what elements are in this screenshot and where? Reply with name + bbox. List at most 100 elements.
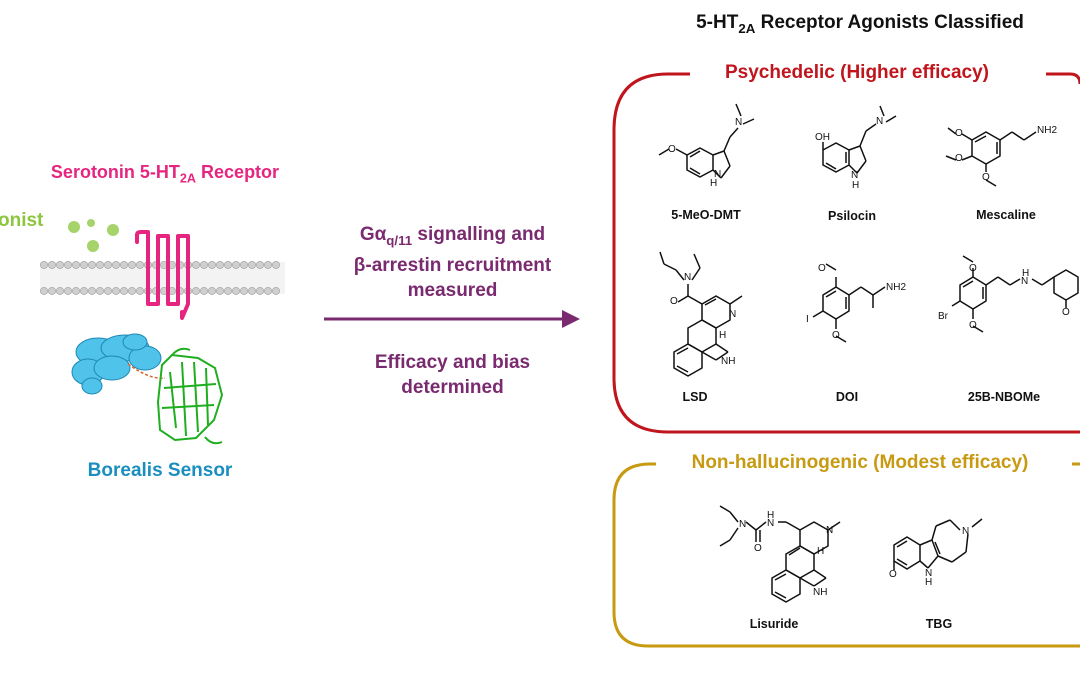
atom-label: O [668, 144, 676, 155]
psychedelic-group-bracket [612, 72, 1080, 434]
compound-name: LSD [682, 390, 708, 404]
atom-label: H [852, 180, 860, 191]
atom-label: NH [721, 356, 736, 367]
atom-label: O [1062, 307, 1070, 318]
lipid-head [208, 261, 216, 269]
atom-label: N [925, 568, 933, 579]
atom-label: N [962, 526, 970, 537]
lipid-head [96, 261, 104, 269]
atom-label: NH2 [1037, 125, 1058, 136]
atom-label: O [818, 263, 826, 274]
lipid-head [56, 261, 64, 269]
lipid-head [48, 287, 56, 295]
lipid-head [72, 287, 80, 295]
structure-lisuride [719, 505, 841, 603]
atom-label: O [955, 153, 963, 164]
atom-label: O [889, 569, 897, 580]
atom-label: N [729, 309, 737, 320]
lipid-head [192, 287, 200, 295]
lipid-head [88, 261, 96, 269]
lipid-head [208, 287, 216, 295]
compound-name: Lisuride [749, 617, 799, 631]
assay-line-1: Gαq/11 signalling and [359, 224, 546, 248]
lipid-head [248, 261, 256, 269]
lipid-head [216, 261, 224, 269]
cell-membrane [40, 261, 285, 295]
outcome-description: Efficacy and bias determined [320, 350, 585, 400]
assay-description: Gαq/11 signalling and β-arrestin recruit… [320, 222, 585, 303]
lipid-head [248, 287, 256, 295]
lipid-head [264, 261, 272, 269]
lipid-head [272, 287, 280, 295]
lipid-head [40, 261, 48, 269]
atom-label: I [806, 314, 809, 325]
lipid-head [200, 287, 208, 295]
lipid-head [80, 261, 88, 269]
lipid-head [240, 287, 248, 295]
lipid-head [136, 287, 144, 295]
compound-name: Mescaline [976, 208, 1036, 222]
atom-label: O [955, 128, 963, 139]
atom-label: O [969, 263, 977, 274]
lipid-head [104, 287, 112, 295]
atom-label: H [710, 178, 718, 189]
atom-label: H [719, 330, 727, 341]
outcome-line-1: Efficacy and bias [374, 352, 531, 373]
atom-label: NH2 [886, 282, 907, 293]
gpcr-receptor [135, 230, 190, 320]
lipid-head [40, 287, 48, 295]
lipid-head [112, 261, 120, 269]
lipid-head [120, 261, 128, 269]
lipid-head [72, 261, 80, 269]
agonist-label: onist [0, 210, 44, 231]
lipid-head [120, 287, 128, 295]
lipid-head [88, 287, 96, 295]
borealis-sensor-structure [71, 333, 224, 445]
sensor-label: Borealis Sensor [87, 460, 233, 481]
atom-label: N [714, 169, 722, 180]
lipid-head [56, 287, 64, 295]
non-hallucinogenic-group-bracket [612, 462, 1080, 648]
lipid-head [112, 287, 120, 295]
lipid-head [232, 261, 240, 269]
receptor-title: Serotonin 5-HT2A Receptor [50, 162, 280, 186]
structure-5-meo-dmt [658, 103, 755, 179]
compound-name: 5-MeO-DMT [671, 208, 741, 222]
assay-line-2: β-arrestin recruitment [353, 254, 552, 276]
compound-name: TBG [925, 617, 953, 631]
atom-label: O [982, 172, 990, 183]
atom-label: Br [938, 311, 948, 322]
structure-tbg [893, 518, 983, 570]
atom-label: N [851, 170, 859, 181]
lipid-head [232, 287, 240, 295]
agonist-molecules [68, 219, 119, 252]
lipid-head [96, 287, 104, 295]
process-arrow [324, 310, 580, 328]
lipid-head [272, 261, 280, 269]
lipid-head [264, 287, 272, 295]
non-hallucinogenic-group-title: Non-hallucinogenic (Modest efficacy) [691, 452, 1029, 473]
assay-line-3: measured [407, 279, 498, 301]
atom-label: OH [815, 132, 830, 143]
lipid-head [64, 287, 72, 295]
atom-label: H [767, 510, 775, 521]
lipid-head [128, 287, 136, 295]
lipid-head [224, 261, 232, 269]
compound-name: DOI [835, 390, 859, 404]
atom-label: O [832, 330, 840, 341]
structure-lsd [659, 251, 743, 377]
atom-label: N [735, 117, 743, 128]
atom-label: N [876, 116, 884, 127]
structure-25b-nbome [951, 255, 1079, 333]
atom-label: N [739, 519, 747, 530]
lipid-head [64, 261, 72, 269]
outcome-line-2: determined [401, 377, 504, 398]
atom-label: O [670, 296, 678, 307]
lipid-head [80, 287, 88, 295]
lipid-head [224, 287, 232, 295]
atom-label: O [754, 543, 762, 554]
lipid-head [256, 261, 264, 269]
lipid-head [192, 261, 200, 269]
structure-mescaline [945, 127, 1037, 187]
atom-label: H [817, 546, 825, 557]
